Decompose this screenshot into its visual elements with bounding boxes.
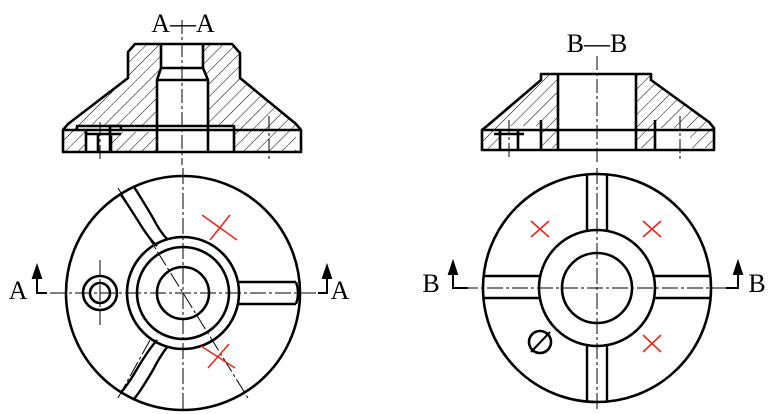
rib-end-a bbox=[294, 281, 300, 305]
cut-marker-a-right bbox=[318, 262, 333, 294]
section-a-a: A—A bbox=[61, 9, 303, 165]
cut-label-a-right: A bbox=[331, 276, 350, 305]
cut-marker-b-right bbox=[726, 258, 744, 289]
section-centerlines-b bbox=[508, 56, 681, 165]
plan-ribs-a bbox=[120, 186, 296, 400]
plan-view-a: A A bbox=[9, 168, 350, 412]
section-centerlines bbox=[99, 20, 270, 165]
plan-outline-b bbox=[481, 172, 713, 404]
cut-label-b-left: B bbox=[422, 269, 439, 298]
section-title-a-a: A—A bbox=[151, 9, 215, 38]
cut-marker-b-left bbox=[447, 258, 468, 289]
cut-label-b-right: B bbox=[748, 269, 765, 298]
red-cross-marks-a bbox=[200, 214, 238, 369]
plan-view-b: B B bbox=[422, 168, 766, 412]
hole-slash-b bbox=[530, 331, 551, 353]
plan-ribs-b bbox=[483, 174, 711, 402]
section-outline bbox=[61, 42, 303, 154]
section-title-b-b: B—B bbox=[567, 29, 628, 58]
plan-outline-a bbox=[64, 174, 302, 412]
section-b-b: B—B bbox=[480, 29, 716, 165]
red-cross-marks-b bbox=[530, 220, 662, 353]
cut-marker-a-left bbox=[31, 262, 47, 294]
plan-centerlines-b bbox=[462, 168, 735, 412]
cut-label-a-left: A bbox=[9, 276, 28, 305]
section-outline-b bbox=[480, 72, 716, 152]
